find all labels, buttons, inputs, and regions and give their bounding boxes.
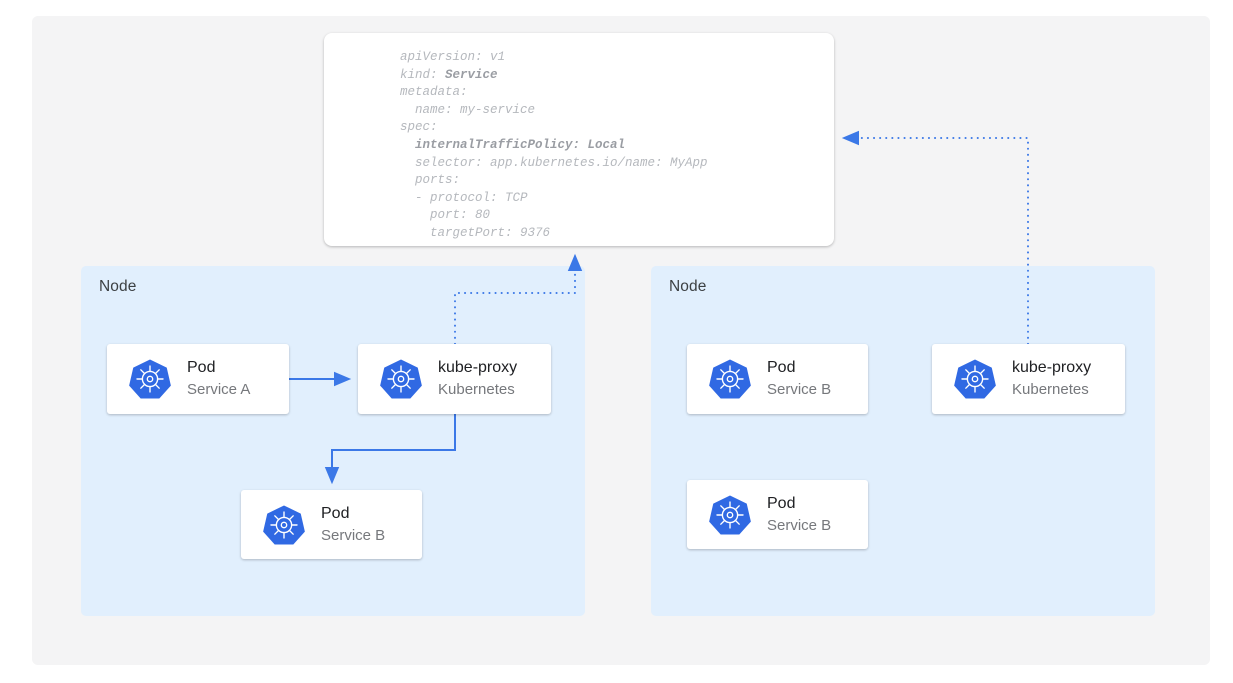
top-white-strip xyxy=(0,0,1233,8)
card-text: Pod Service A xyxy=(187,358,250,400)
card-pod-a[interactable]: Pod Service A xyxy=(107,344,289,414)
card-subtitle: Service A xyxy=(187,381,251,398)
kubernetes-logo-icon xyxy=(129,358,171,400)
manifest-line-0: apiVersion: v1 xyxy=(400,50,506,64)
kubernetes-logo-icon xyxy=(709,358,751,400)
manifest-line-7: ports: xyxy=(400,173,461,188)
manifest-line-8: - protocol: TCP xyxy=(400,190,528,205)
service-manifest-card: apiVersion: v1 kind: Service metadata: nam… xyxy=(324,33,834,246)
card-subtitle: Service B xyxy=(321,526,386,544)
card-title: kube-proxy xyxy=(438,359,518,376)
service-manifest-code: apiVersion: v1 kind: Service metadata: nam… xyxy=(400,49,708,243)
manifest-line-1-emphasis: Service xyxy=(445,67,498,82)
card-pod-b-right-1[interactable]: Pod Service B xyxy=(687,344,868,414)
node-label-right: Node xyxy=(669,278,707,295)
card-title: Pod xyxy=(767,494,796,512)
card-kube-proxy-left[interactable]: kube-proxy Kubernetes xyxy=(358,344,551,414)
card-text: kube-proxy Kubernetes xyxy=(438,358,517,400)
card-title: Pod xyxy=(321,504,350,522)
node-panel-right: Node xyxy=(651,266,1155,616)
manifest-line-5-emphasis: internalTrafficPolicy: Local xyxy=(415,137,626,152)
node-panel-left: Node xyxy=(81,266,585,616)
card-text: Pod Service B xyxy=(321,504,385,546)
manifest-line-10: targetPort: 9376 xyxy=(400,225,551,240)
node-label-left: Node xyxy=(99,278,137,295)
manifest-line-2: metadata: xyxy=(400,85,468,100)
manifest-line-6: selector: app.kubernetes.io/name: MyApp xyxy=(400,155,708,170)
manifest-line-4: spec: xyxy=(400,120,438,135)
card-pod-b-right-2[interactable]: Pod Service B xyxy=(687,480,868,549)
manifest-line-5: internalTrafficPolicy: Local xyxy=(400,137,708,155)
kubernetes-logo-icon xyxy=(263,504,305,546)
card-subtitle: Service B xyxy=(767,381,832,398)
card-text: Pod Service B xyxy=(767,494,831,536)
card-title: Pod xyxy=(187,359,216,376)
manifest-line-3: name: my-service xyxy=(400,102,536,117)
card-subtitle: Kubernetes xyxy=(438,381,515,398)
kubernetes-logo-icon xyxy=(380,358,422,400)
card-pod-b-left[interactable]: Pod Service B xyxy=(241,490,422,559)
manifest-line-1: kind: Service xyxy=(400,67,498,82)
card-subtitle: Service B xyxy=(767,516,832,534)
card-title: Pod xyxy=(767,359,796,376)
card-text: kube-proxy Kubernetes xyxy=(1012,358,1091,400)
kubernetes-logo-icon xyxy=(709,494,751,536)
card-title: kube-proxy xyxy=(1012,359,1092,376)
card-text: Pod Service B xyxy=(767,358,831,400)
card-subtitle: Kubernetes xyxy=(1012,381,1089,398)
manifest-line-9: port: 80 xyxy=(400,208,491,223)
kubernetes-logo-icon xyxy=(954,358,996,400)
card-kube-proxy-right[interactable]: kube-proxy Kubernetes xyxy=(932,344,1125,414)
